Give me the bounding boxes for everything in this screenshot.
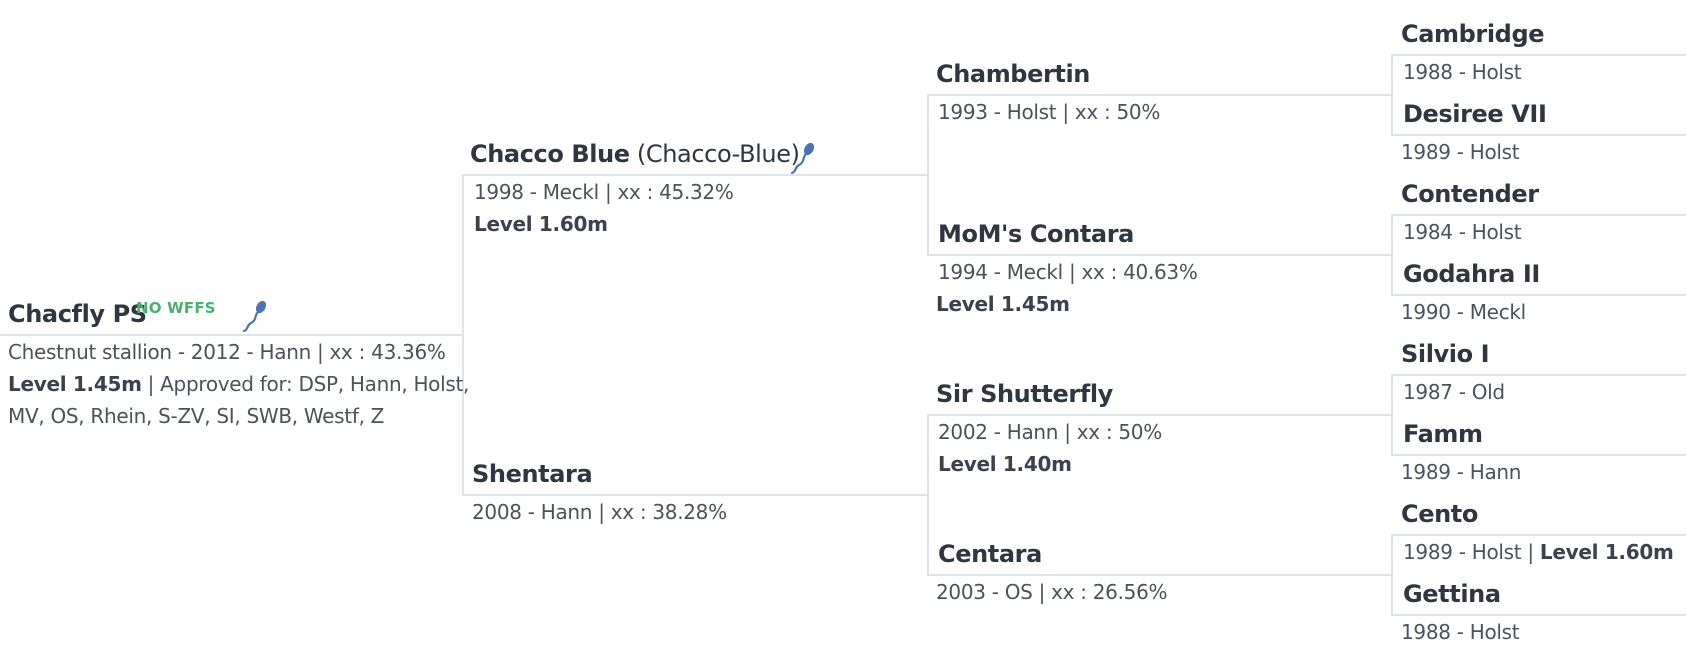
- subject-underline: [0, 334, 463, 336]
- gen1-bracket: [462, 174, 464, 496]
- dsd-underline: [1391, 454, 1686, 456]
- sire-underline: [462, 174, 928, 176]
- sd-level-row: Level 1.45m: [936, 288, 1070, 320]
- subject-approved-2: MV, OS, Rhein, S-ZV, SI, SWB, Westf, Z: [8, 404, 385, 428]
- sire-name: Chacco Blue: [470, 140, 630, 168]
- sd-name-link[interactable]: MoM's Contara: [938, 220, 1134, 248]
- ssd-name-link[interactable]: Desiree VII: [1403, 100, 1547, 128]
- dds-info: 1989 - Holst |: [1403, 540, 1540, 564]
- ds-bracket: [1391, 374, 1393, 456]
- dsd-name-link[interactable]: Famm: [1403, 420, 1483, 448]
- ddd-info: 1988 - Holst: [1401, 620, 1520, 644]
- ssd-underline: [1391, 134, 1686, 136]
- ds-level: Level 1.40m: [938, 452, 1072, 476]
- sd-bracket: [1391, 214, 1393, 296]
- sperm-icon: [242, 300, 267, 332]
- ds-underline: [927, 414, 1392, 416]
- dss-info: 1987 - Old: [1403, 380, 1505, 404]
- ss-underline: [927, 94, 1392, 96]
- sire-bracket: [927, 94, 929, 256]
- dsd-info: 1989 - Hann: [1401, 460, 1522, 484]
- sire-info: 1998 - Meckl | xx : 45.32%: [474, 180, 734, 204]
- ddd-name-link[interactable]: Gettina: [1403, 580, 1501, 608]
- dds-underline: [1391, 534, 1686, 536]
- subject-level: Level 1.45m: [8, 372, 142, 396]
- sire-alias: (Chacco-Blue): [629, 140, 800, 168]
- sss-info: 1988 - Holst: [1403, 60, 1522, 84]
- ddd-underline: [1391, 614, 1686, 616]
- sperm-icon: [790, 142, 815, 174]
- ds-info: 2002 - Hann | xx : 50%: [938, 420, 1162, 444]
- ds-name-link[interactable]: Sir Shutterfly: [936, 380, 1113, 408]
- ss-name-link[interactable]: Chambertin: [936, 60, 1090, 88]
- dam-name-link[interactable]: Shentara: [472, 460, 593, 488]
- sd-info: 1994 - Meckl | xx : 40.63%: [938, 260, 1198, 284]
- sss-name-link[interactable]: Cambridge: [1401, 20, 1545, 48]
- sdd-underline: [1391, 294, 1686, 296]
- sdd-name-link[interactable]: Godahra II: [1403, 260, 1540, 288]
- dd-underline: [927, 574, 1392, 576]
- sds-info: 1984 - Holst: [1403, 220, 1522, 244]
- sire-level: Level 1.60m: [474, 212, 608, 236]
- dd-bracket: [1391, 534, 1393, 616]
- dam-underline: [462, 494, 928, 496]
- dd-info: 2003 - OS | xx : 26.56%: [936, 580, 1168, 604]
- ds-level-row: Level 1.40m: [938, 448, 1072, 480]
- dss-underline: [1391, 374, 1686, 376]
- subject-level-row: Level 1.45m | Approved for: DSP, Hann, H…: [8, 368, 469, 400]
- dds-name-link[interactable]: Cento: [1401, 500, 1478, 528]
- subject-approved: | Approved for: DSP, Hann, Holst,: [141, 372, 470, 396]
- ssd-info: 1989 - Holst: [1401, 140, 1520, 164]
- dam-bracket: [927, 414, 929, 576]
- dss-name-link[interactable]: Silvio I: [1401, 340, 1490, 368]
- subject-name-link[interactable]: Chacfly PS: [8, 300, 147, 328]
- sdd-info: 1990 - Meckl: [1401, 300, 1526, 324]
- sss-underline: [1391, 54, 1686, 56]
- sd-level: Level 1.45m: [936, 292, 1070, 316]
- sds-name-link[interactable]: Contender: [1401, 180, 1539, 208]
- sire-level-row: Level 1.60m: [474, 208, 608, 240]
- ss-info: 1993 - Holst | xx : 50%: [938, 100, 1161, 124]
- ss-bracket: [1391, 54, 1393, 136]
- dds-info-row: 1989 - Holst | Level 1.60m: [1403, 536, 1674, 568]
- sds-underline: [1391, 214, 1686, 216]
- no-wffs-badge: NO WFFS: [136, 299, 216, 317]
- subject-info: Chestnut stallion - 2012 - Hann | xx : 4…: [8, 340, 446, 364]
- dd-name-link[interactable]: Centara: [938, 540, 1042, 568]
- sire-name-link[interactable]: Chacco Blue (Chacco-Blue): [470, 140, 800, 168]
- sd-underline: [927, 254, 1392, 256]
- dam-info: 2008 - Hann | xx : 38.28%: [472, 500, 727, 524]
- dds-level: Level 1.60m: [1539, 540, 1674, 564]
